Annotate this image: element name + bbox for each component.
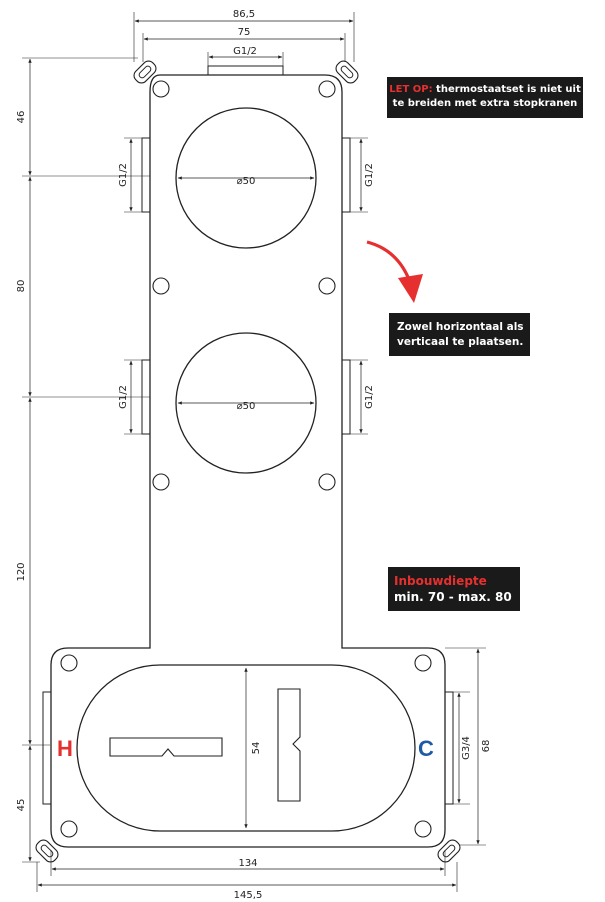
port-stub-right-1 [341,137,351,213]
dim-label-86-5: 86,5 [233,9,255,20]
mounting-tab-bottom-right [437,839,461,863]
red-curved-arrow [366,240,412,283]
dim-label-134: 134 [238,858,257,869]
screw-hole [318,277,336,295]
port-stub-right-bottom [444,691,454,805]
note-prefix: LET OP: [389,84,433,95]
diameter-label-lower: ⌀50 [237,401,256,412]
housing-outline [50,74,446,848]
cold-label: C [418,736,434,761]
diameter-label-upper: ⌀50 [237,176,256,187]
dim-label-120: 120 [16,562,27,581]
note-text-1: thermostaatset is niet uit [432,84,581,95]
depth-title: Inbouwdiepte [394,574,487,588]
dim-label-80: 80 [16,280,27,293]
port-stub-left-bottom [42,691,52,805]
screw-hole [318,473,336,491]
depth-callout: Inbouwdiepte min. 70 - max. 80 [388,567,520,611]
screw-holes [60,80,432,838]
vertical-slot [277,688,301,802]
valve-circle-upper [175,107,317,249]
orientation-line-1: Zowel horizontaal als [397,321,524,333]
dim-label-75: 75 [238,27,251,38]
height-dim-label-54: 54 [251,742,262,755]
note-line-1: LET OP: thermostaatset is niet uit [387,83,583,97]
port-label-left-2: G1/2 [118,385,129,409]
note-callout: LET OP: thermostaatset is niet uit te br… [387,77,583,118]
valve-circle-lower [175,332,317,474]
screw-hole [318,80,336,98]
port-stub-right-2 [341,359,351,435]
port-label-right-1: G1/2 [364,163,375,187]
top-connection-stub [207,65,284,76]
horizontal-slot [109,737,223,757]
screw-hole [152,277,170,295]
dim-label-68: 68 [481,740,492,753]
screw-hole [60,820,78,838]
port-label-right-2: G1/2 [364,385,375,409]
screw-hole [60,654,78,672]
depth-value: min. 70 - max. 80 [394,590,512,604]
orientation-callout: Zowel horizontaal als verticaal te plaat… [389,313,530,356]
mounting-tab-bottom-left [35,839,59,863]
mounting-tab-top-left [133,60,157,84]
dim-label-145-5: 145,5 [234,890,263,901]
dim-label-45: 45 [16,799,27,812]
thermostat-housing-stadium [76,664,416,832]
mounting-tab-top-right [335,60,359,84]
orientation-line-2: verticaal te plaatsen. [397,336,524,348]
screw-hole [414,820,432,838]
screw-hole [152,473,170,491]
screw-hole [152,80,170,98]
port-label-right-bottom: G3/4 [461,736,472,760]
hot-label: H [57,736,73,761]
dim-label-top-connection: G1/2 [233,46,257,57]
red-arrow-head [398,274,423,303]
port-label-left-1: G1/2 [118,163,129,187]
dim-label-46: 46 [16,111,27,124]
note-line-2: te breiden met extra stopkranen [392,98,578,109]
screw-hole [414,654,432,672]
port-stub-left-1 [141,137,151,213]
